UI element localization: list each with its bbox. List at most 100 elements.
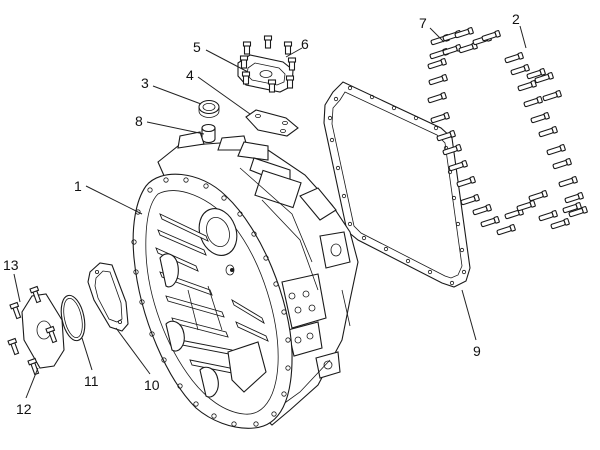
gasket-hole (449, 280, 455, 286)
callout-2: 2 (512, 11, 520, 27)
flange-bolt-hole (139, 299, 145, 305)
bolt-icon (427, 92, 447, 104)
gasket-hole (433, 125, 439, 131)
gasket-hole (333, 96, 339, 102)
gasket-hole (459, 247, 465, 253)
callout-12: 12 (16, 401, 32, 417)
end-plate-part-12 (21, 293, 65, 369)
bolt-icon (428, 74, 448, 86)
bolt-icon (550, 218, 570, 230)
bolt-icon (528, 190, 548, 202)
flange-bolt-hole (131, 239, 137, 245)
bolt-icon (526, 68, 546, 80)
flange-bolt-hole (271, 411, 277, 417)
flange-bolt-hole (193, 401, 199, 407)
housing-rib (165, 295, 225, 318)
leader-lines (13, 25, 527, 399)
bolt-icon (517, 80, 537, 92)
bolt-icon (427, 58, 447, 70)
callout-4: 4 (186, 67, 194, 83)
transmission-housing-part-1 (131, 131, 359, 429)
callout-7: 7 (419, 15, 427, 31)
bolt-icon (241, 71, 251, 85)
gasket-hole (383, 246, 389, 252)
bolt-icon (562, 202, 582, 214)
bolt-icon (564, 192, 584, 204)
gasket-hole (427, 269, 433, 275)
bolt-icon (448, 160, 468, 172)
bolt-icon (472, 204, 492, 216)
cover-gasket-part-4 (245, 109, 299, 137)
bolt-icon (9, 301, 22, 320)
flange-bolt-hole (237, 211, 243, 217)
flange-bolt-hole (163, 177, 169, 183)
bolt-icon (504, 52, 524, 64)
bolt-icon (267, 79, 277, 93)
housing-rib (235, 321, 269, 342)
bolt-icon (546, 144, 566, 156)
bolt-icon (558, 176, 578, 188)
gasket-part-9 (323, 81, 471, 288)
gasket-hole (347, 85, 353, 91)
flange-bolt-hole (231, 421, 237, 427)
bolt-icon (283, 41, 293, 55)
callout-8: 8 (135, 113, 143, 129)
callout-labels: 1 2 3 4 5 6 7 8 9 10 11 12 13 (3, 11, 520, 417)
flange-bolt-hole (221, 195, 227, 201)
bolt-icon (530, 112, 550, 124)
bolt-icon (480, 216, 500, 228)
flange-bolt-hole (161, 357, 167, 363)
bolt-icon (430, 112, 450, 124)
flange-bolt-hole (183, 177, 189, 183)
callout-13: 13 (3, 257, 19, 273)
bolt-icon (534, 72, 554, 84)
gasket-hole (405, 258, 411, 264)
bolt-icon (456, 176, 476, 188)
gasket-hole (391, 105, 397, 111)
housing-rib (231, 298, 265, 325)
seal-ring-part-3 (198, 99, 220, 118)
flange-bolt-hole (281, 309, 287, 315)
callout-6: 6 (301, 36, 309, 52)
gasket-hole (347, 221, 353, 227)
bolt-icon (242, 41, 252, 55)
flange-bolt-hole (135, 209, 141, 215)
callout-9: 9 (473, 343, 481, 359)
flange-bolt-hole (285, 337, 291, 343)
bolt-icon (460, 194, 480, 206)
bush-part-8 (201, 123, 216, 144)
gasket-hole (327, 115, 333, 121)
bolt-icon (454, 27, 474, 39)
gasket-hole (329, 137, 335, 143)
callout-11: 11 (84, 373, 99, 389)
gasket-hole (451, 195, 457, 201)
callout-3: 3 (141, 75, 149, 91)
gasket-hole (335, 165, 341, 171)
plate-bolts-part-13 (7, 285, 58, 376)
bolt-icon (239, 55, 249, 69)
flange-bolt-hole (203, 183, 209, 189)
flange-bolt-hole (177, 383, 183, 389)
gasket-hole (341, 193, 347, 199)
bolt-icon (496, 224, 516, 236)
flange-bolt-hole (149, 331, 155, 337)
bolt-icon (263, 35, 273, 49)
bolt-icon (568, 206, 588, 218)
bolt-icon (285, 75, 295, 89)
bolt-icon (45, 325, 58, 344)
bolt-icon (481, 30, 501, 42)
flange-bolt-hole (133, 269, 139, 275)
bolt-icon (523, 96, 543, 108)
gasket-hole (455, 221, 461, 227)
bolt-icon (516, 200, 536, 212)
callout-10: 10 (144, 377, 160, 393)
cover-bolts-part-6 (239, 35, 297, 93)
gasket-hole (461, 269, 467, 275)
flange-bolt-hole (211, 413, 217, 419)
flange-bolt-hole (281, 391, 287, 397)
bolt-icon (7, 337, 20, 356)
housing-rib (157, 229, 207, 256)
bolt-set-parts-2-7 (427, 27, 588, 236)
bolt-icon (29, 285, 42, 304)
bolt-icon (538, 210, 558, 222)
